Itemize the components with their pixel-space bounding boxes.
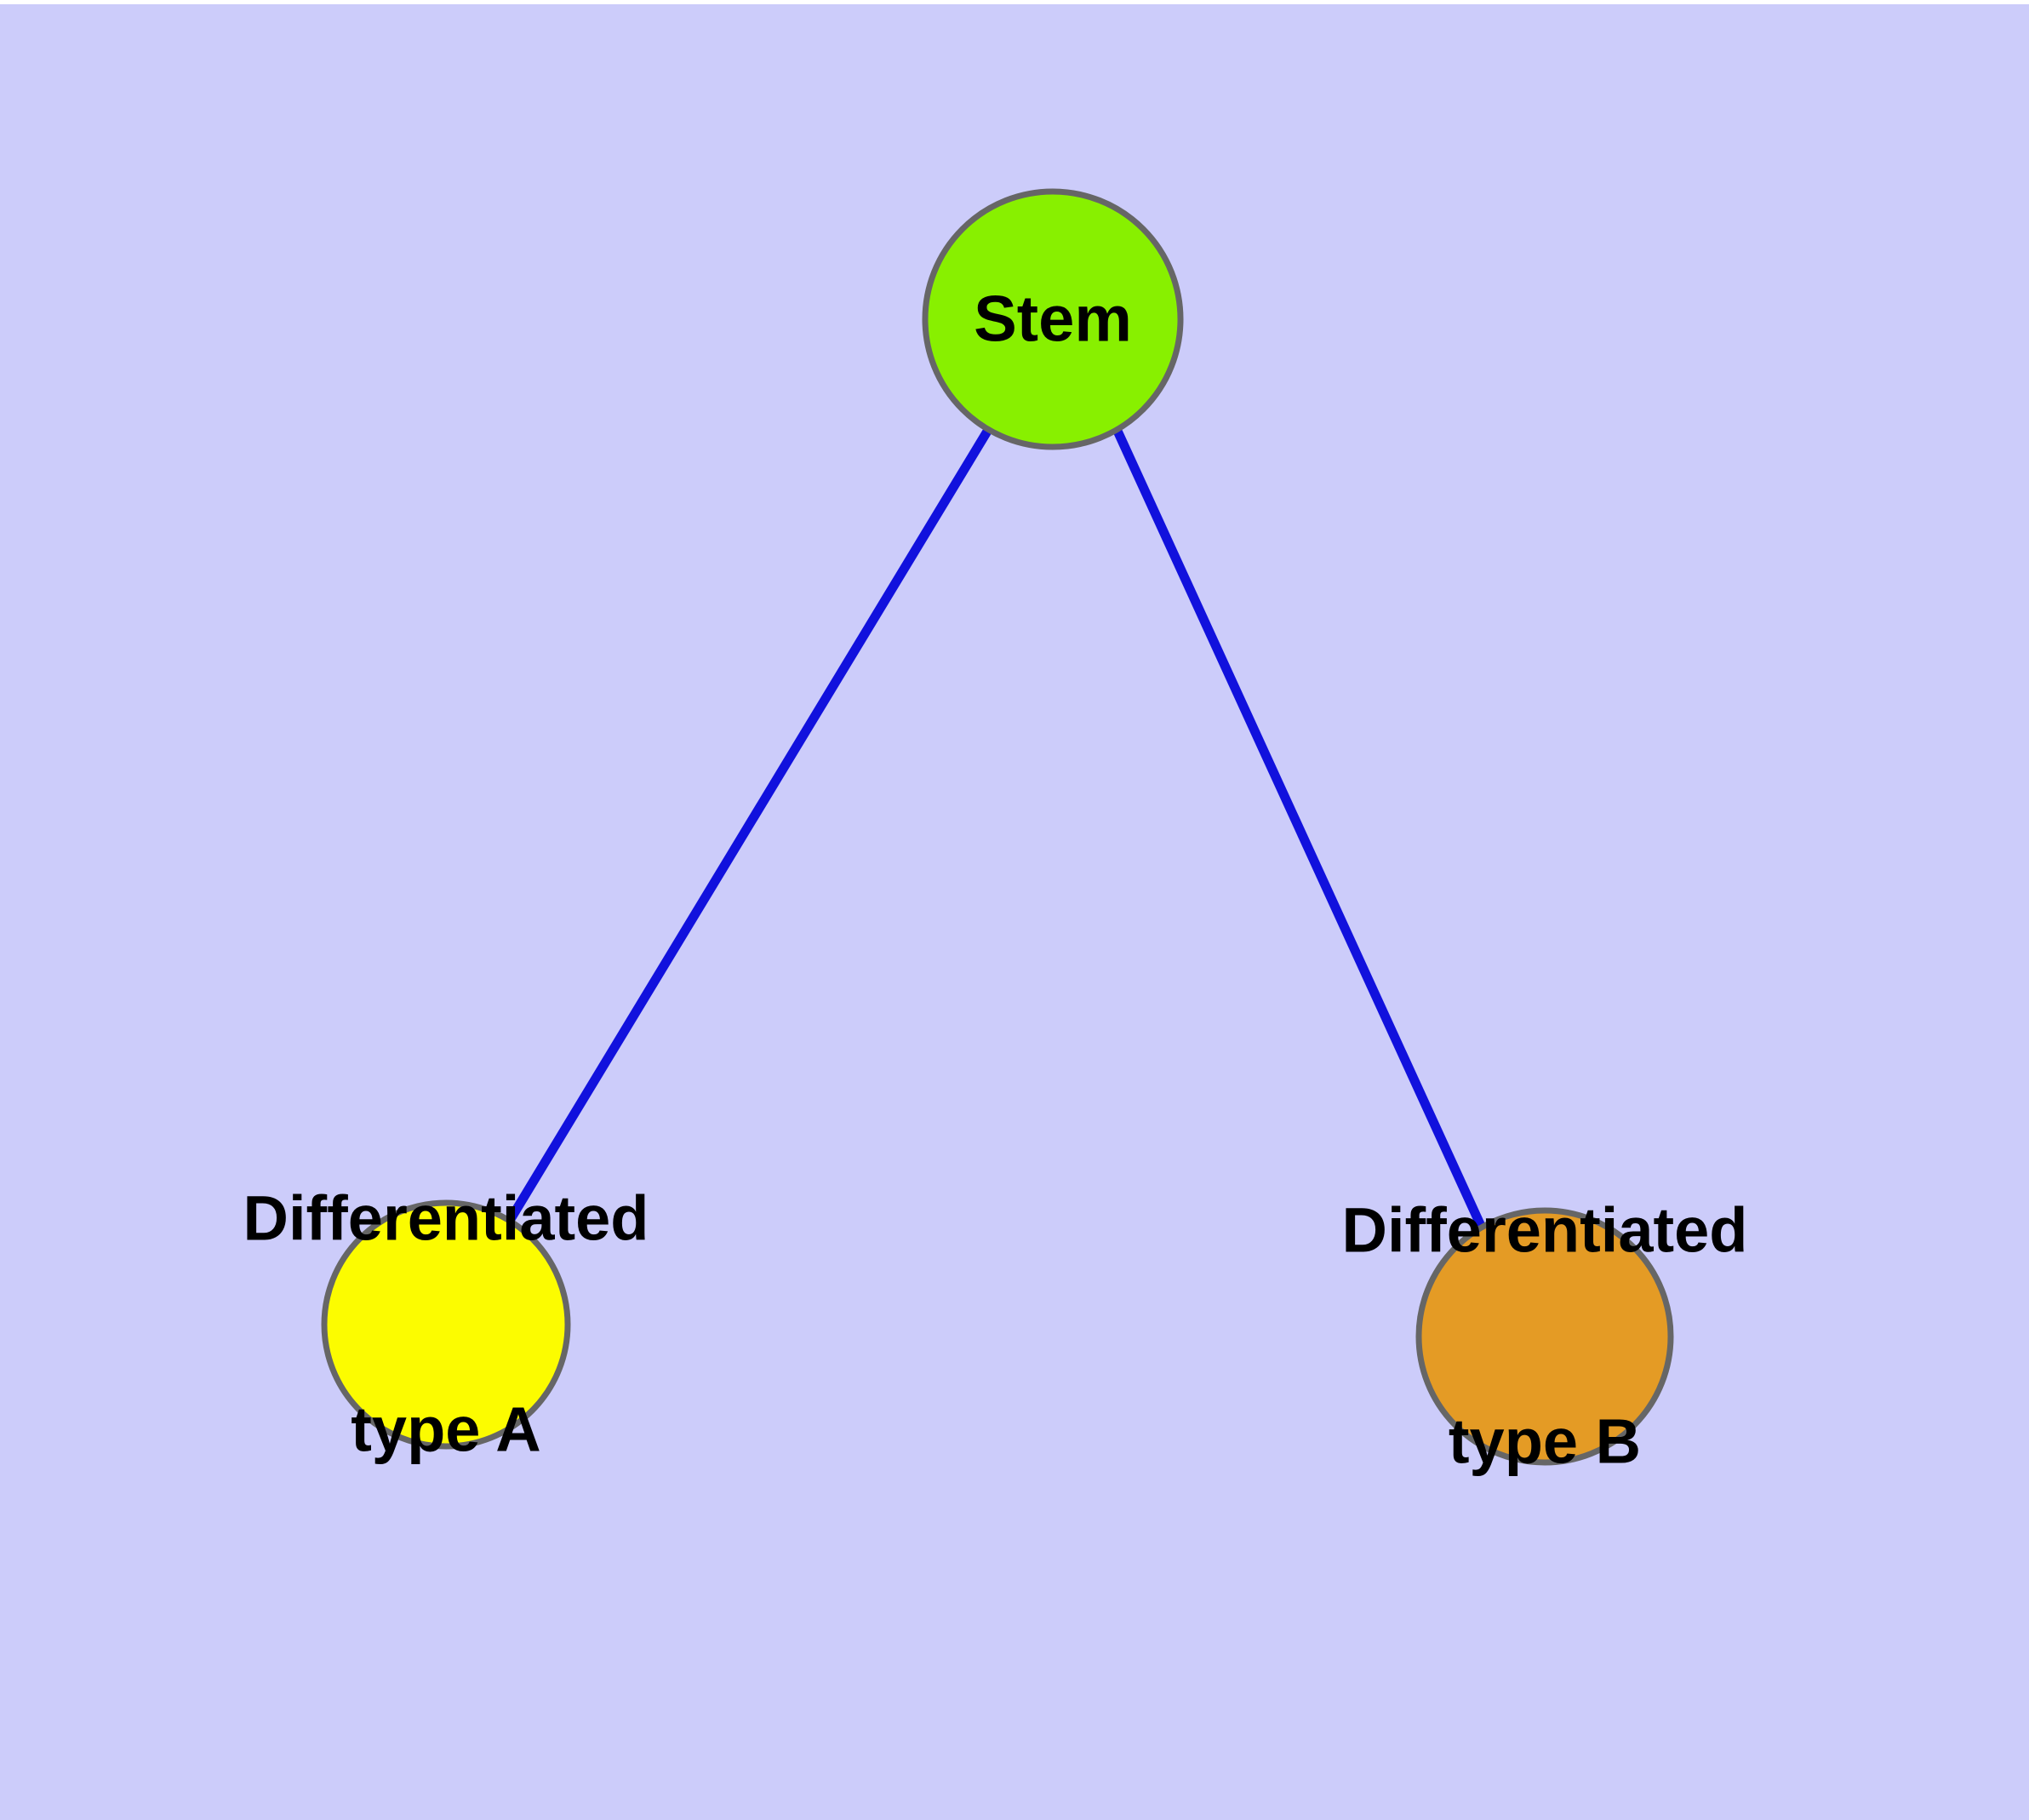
node-stem[interactable] <box>922 188 1184 450</box>
node-differentiated-type-b[interactable] <box>1415 1207 1674 1466</box>
edge-stem-to-differentiated-b[interactable] <box>1112 426 1486 1228</box>
edges-group <box>506 426 1486 1228</box>
edge-stem-to-differentiated-a[interactable] <box>506 427 992 1222</box>
nodes-group <box>321 188 1674 1466</box>
node-differentiated-type-a[interactable] <box>321 1199 571 1450</box>
